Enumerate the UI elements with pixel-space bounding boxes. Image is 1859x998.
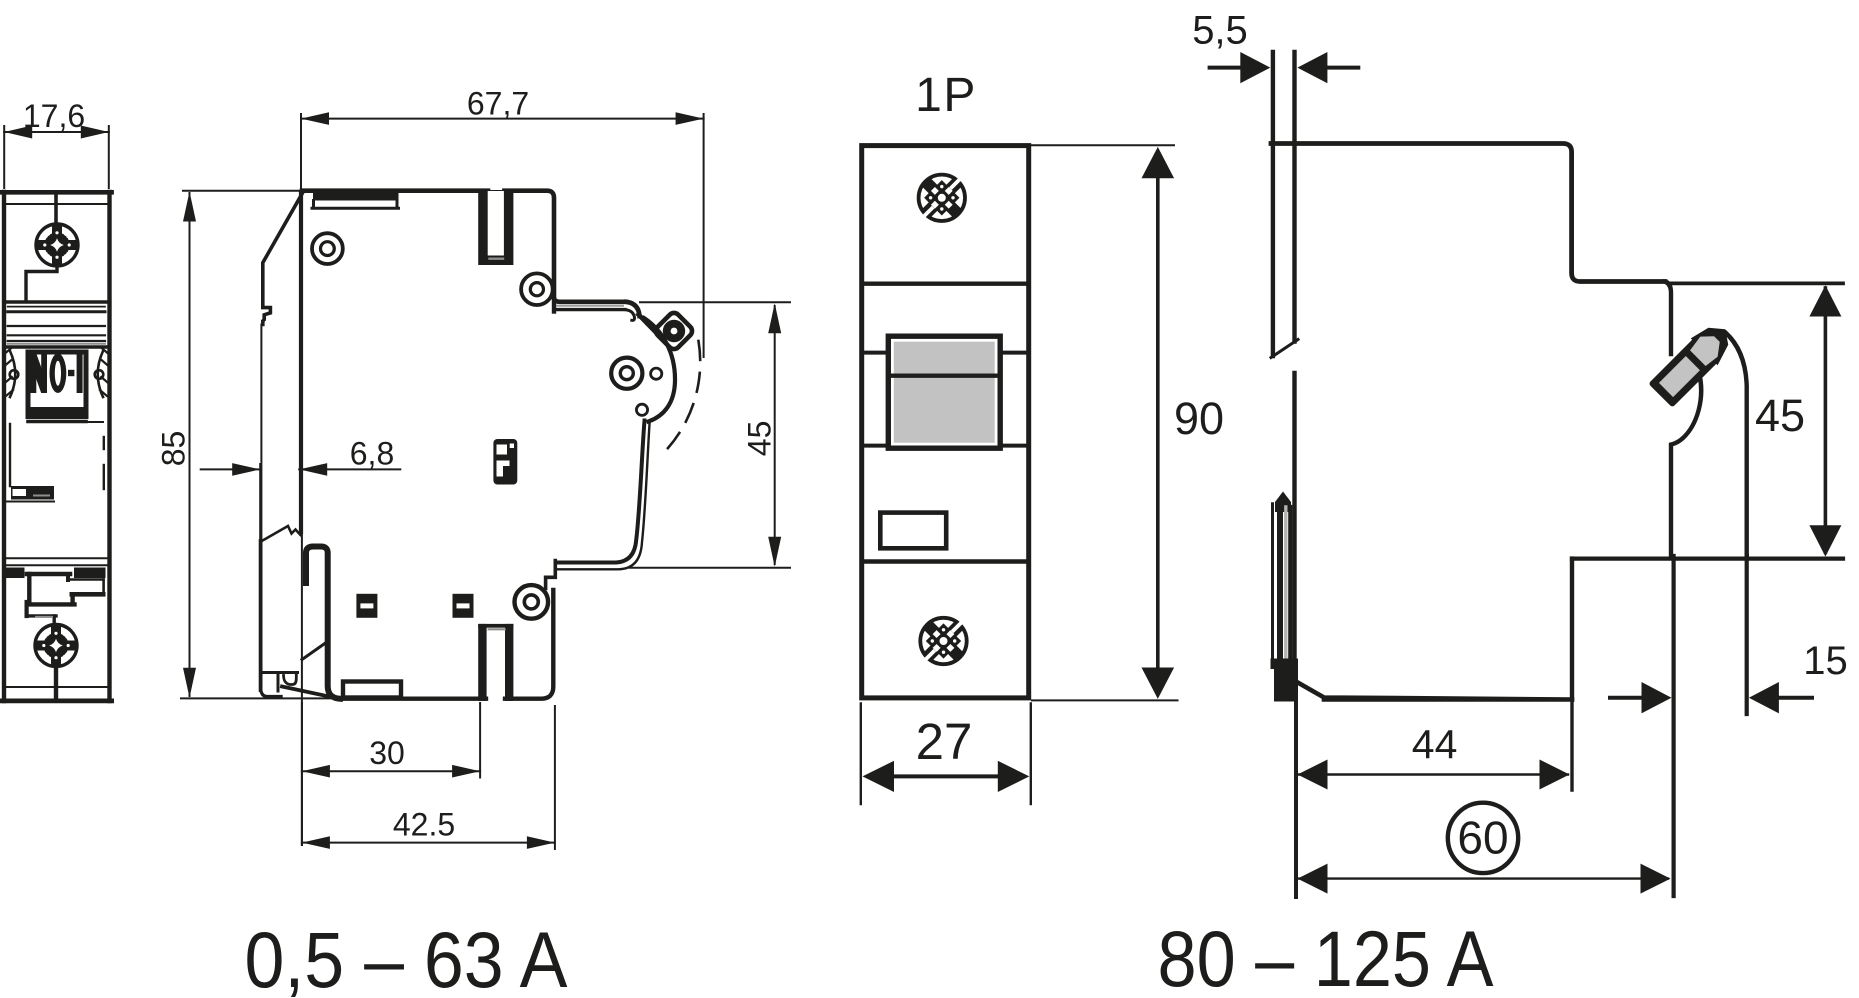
svg-text:1P: 1P bbox=[915, 69, 977, 122]
svg-text:90: 90 bbox=[1174, 393, 1224, 444]
svg-text:44: 44 bbox=[1412, 722, 1458, 768]
svg-text:15: 15 bbox=[1803, 639, 1848, 683]
svg-text:45: 45 bbox=[1755, 390, 1805, 441]
svg-text:27: 27 bbox=[916, 713, 973, 770]
svg-text:30: 30 bbox=[369, 735, 405, 771]
svg-text:0,5 – 63 A: 0,5 – 63 A bbox=[245, 915, 568, 998]
svg-text:85: 85 bbox=[156, 431, 192, 467]
svg-text:80 – 125 A: 80 – 125 A bbox=[1158, 914, 1494, 998]
svg-text:5,5: 5,5 bbox=[1192, 9, 1248, 53]
svg-text:6,8: 6,8 bbox=[350, 436, 394, 472]
svg-text:67,7: 67,7 bbox=[467, 86, 529, 122]
svg-text:42.5: 42.5 bbox=[393, 807, 455, 843]
svg-text:17,6: 17,6 bbox=[23, 98, 85, 134]
svg-text:45: 45 bbox=[742, 421, 778, 457]
svg-text:60: 60 bbox=[1457, 812, 1508, 864]
